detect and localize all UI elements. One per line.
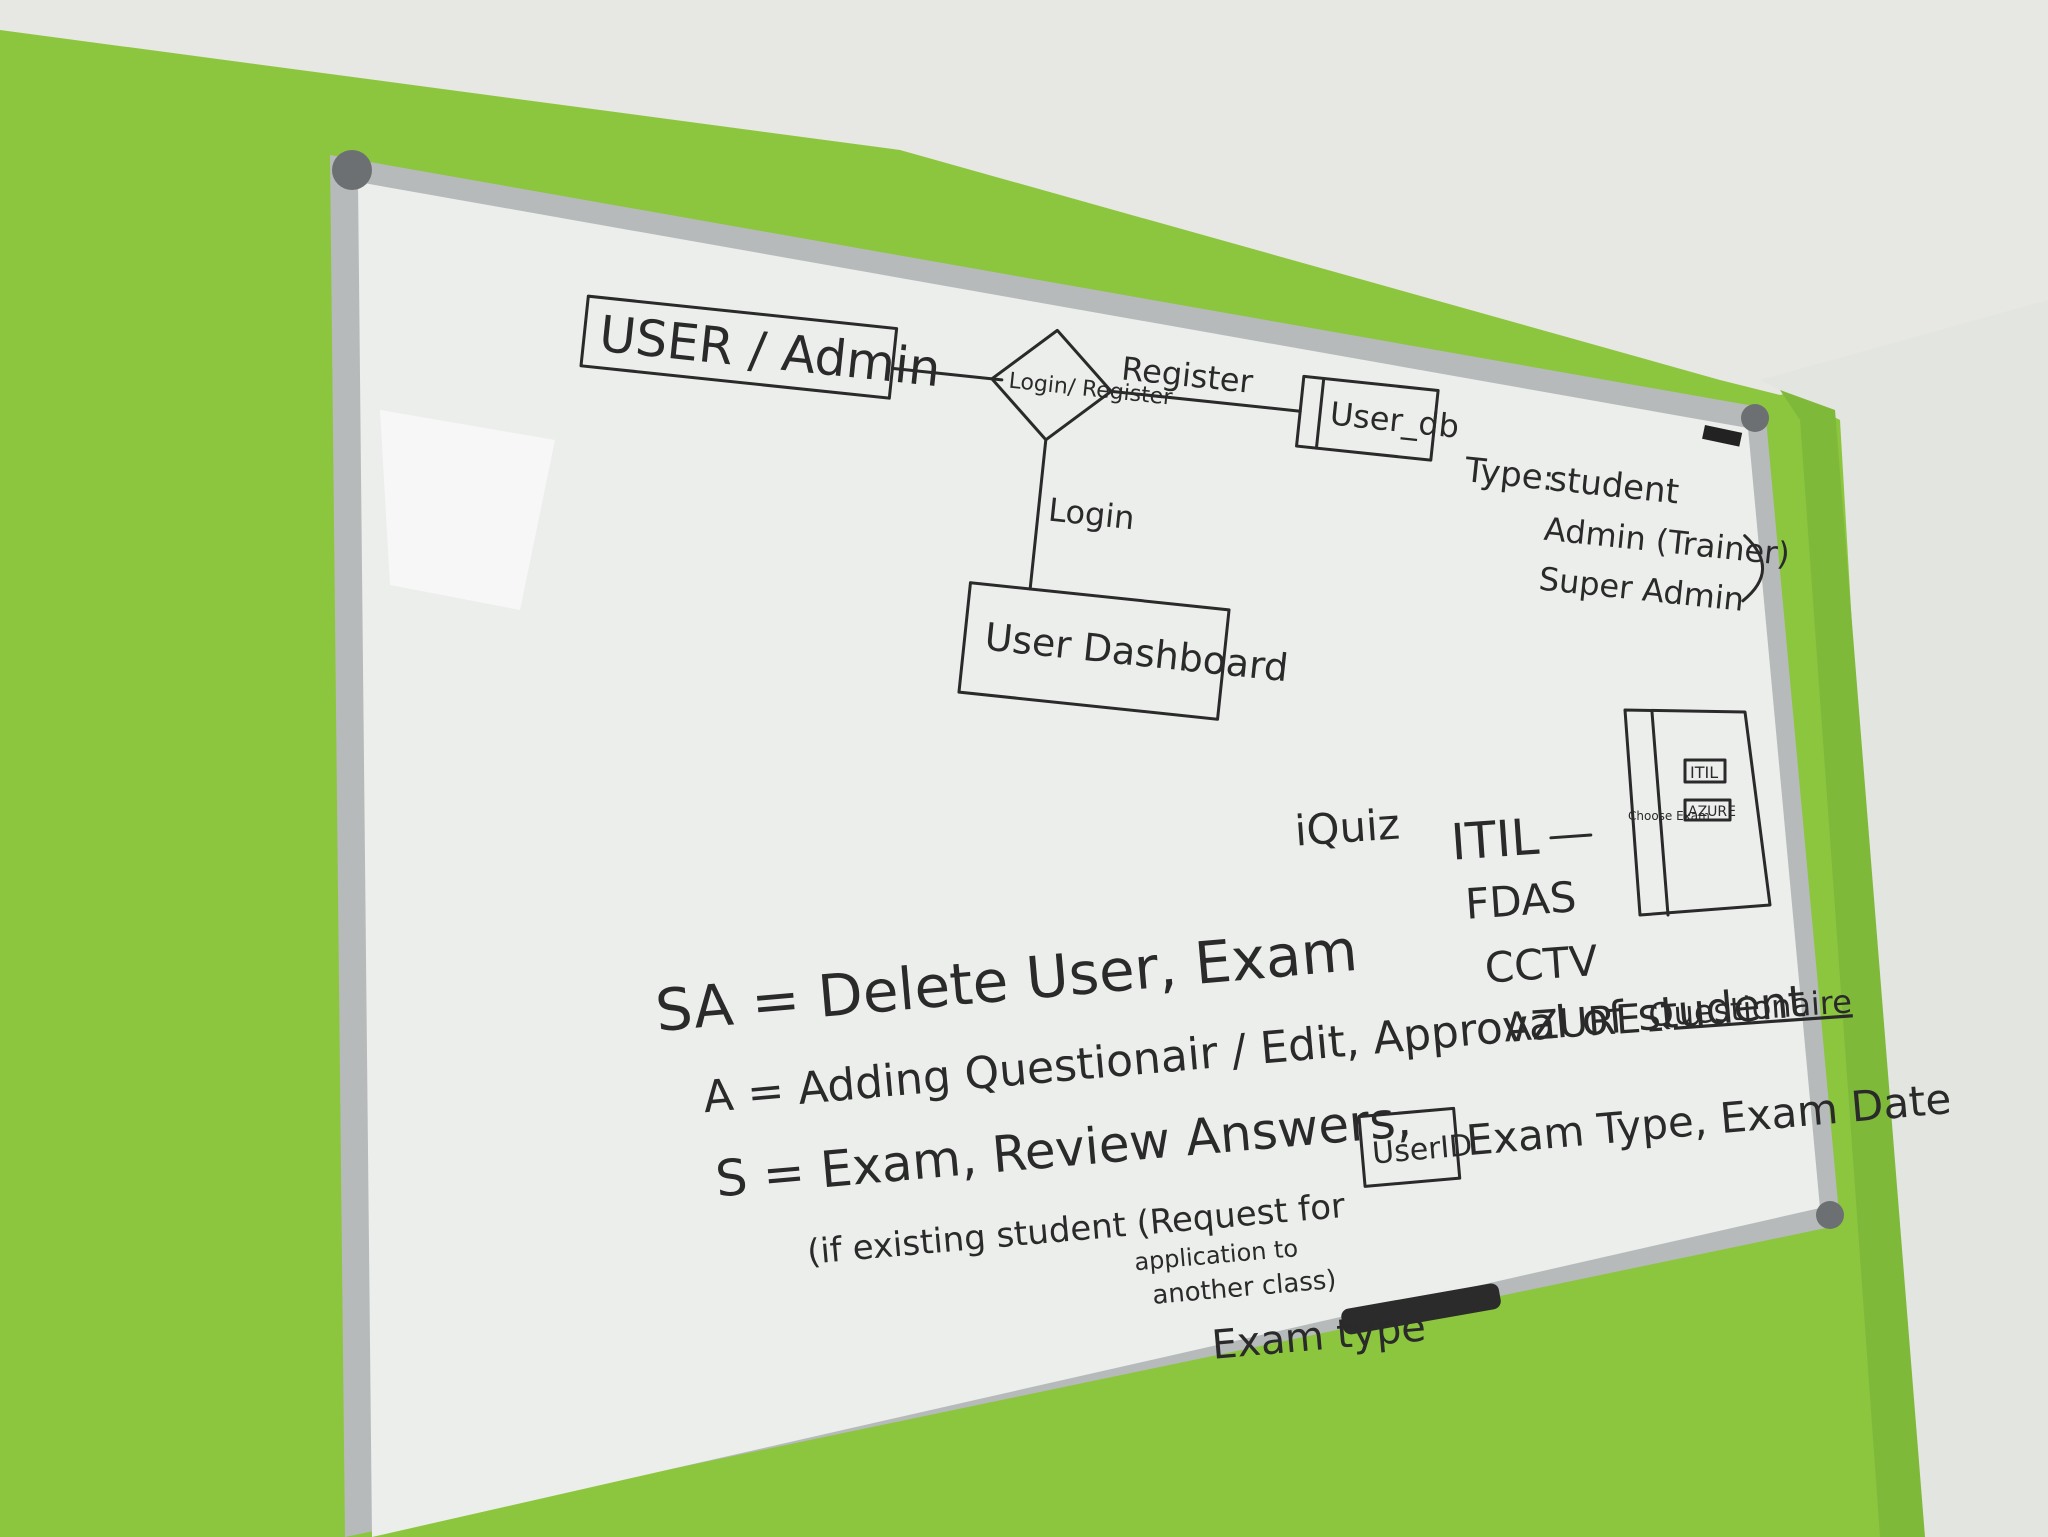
wall-corner-strip: [1780, 390, 1925, 1537]
mini-screen-sketch: Choose Exam ITIL AZURE: [1623, 708, 1772, 917]
right-wall: [1760, 300, 2048, 1537]
board-corner: [332, 150, 372, 190]
board-corner: [1816, 1201, 1844, 1229]
user-db-box: [1295, 374, 1440, 462]
connector-line: [890, 366, 1004, 382]
user-admin-box: [579, 294, 899, 400]
board-corner: [1741, 404, 1769, 432]
itil-arrow: [1549, 833, 1593, 840]
login-edge-label: Login: [1047, 491, 1137, 538]
type-label: Type:: [1462, 450, 1556, 499]
user-dashboard-box: [957, 581, 1231, 721]
userid-box: [1357, 1106, 1462, 1188]
exam-fdas: FDAS: [1464, 872, 1578, 929]
exam-azure: AZURE: [1502, 996, 1642, 1051]
ceiling: [0, 0, 2048, 395]
app-name: iQuiz: [1293, 799, 1401, 855]
mini-azure-box: [1683, 798, 1732, 822]
register-edge: [1109, 389, 1302, 413]
mini-screen-frame: [1623, 708, 1772, 917]
login-edge: [1028, 438, 1048, 591]
userid-label: UserID: [1371, 1128, 1474, 1172]
marker: [1702, 425, 1743, 447]
board-surface: [358, 182, 1820, 1537]
eraser: [1341, 1283, 1501, 1335]
db-divider: [1314, 376, 1326, 450]
mini-screen-sidebar: [1650, 710, 1670, 917]
exam-cctv: CCTV: [1483, 936, 1599, 993]
mini-itil-label: ITIL: [1690, 763, 1718, 782]
bracket: [1741, 534, 1765, 603]
light-reflection: [380, 410, 555, 610]
mini-itil-box: [1683, 758, 1727, 784]
exam-itil: ITIL: [1449, 808, 1541, 872]
mini-azure-label: AZURE: [1688, 804, 1736, 820]
